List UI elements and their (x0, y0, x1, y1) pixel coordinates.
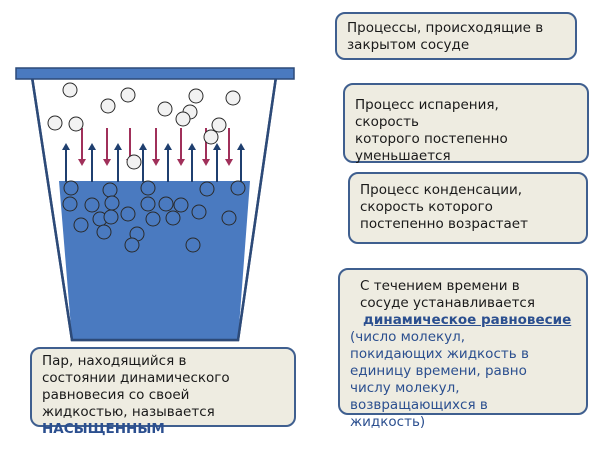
closed-vessel-text-2: закрытом сосуде (347, 37, 470, 53)
vapor-molecule (62, 82, 78, 98)
vapor-molecule (68, 116, 84, 132)
vessel-lid (15, 67, 295, 80)
evaporation-arrow (213, 143, 221, 182)
liquid-molecule (96, 224, 112, 240)
equilibrium-desc-2: покидающих жидкость в (350, 346, 529, 362)
condensation-box: Процесс конденсации, скорость которого п… (348, 172, 588, 244)
liquid-molecule (165, 210, 181, 226)
evaporation-text-4: уменьшается (355, 148, 451, 164)
equilibrium-desc-1: (число молекул, (350, 329, 466, 345)
condensation-text-1: Процесс конденсации, (360, 182, 523, 198)
equilibrium-box: С течением времени в сосуде устанавливае… (338, 268, 588, 430)
liquid-molecule (221, 210, 237, 226)
vapor-molecule (100, 98, 116, 114)
equilibrium-desc-3: единицу времени, равно (350, 363, 527, 379)
condensation-text-2: скорость которого (360, 199, 493, 215)
liquid-molecule (84, 197, 100, 213)
liquid-molecule (62, 196, 78, 212)
liquid-molecule (103, 209, 119, 225)
evaporation-arrow (114, 143, 122, 182)
evaporation-arrow (62, 143, 70, 182)
saturated-vapor-box: Пар, находящийся в состоянии динамическо… (30, 347, 296, 437)
liquid-molecule (124, 237, 140, 253)
evaporation-text-2: скорость (355, 114, 419, 130)
vapor-molecule (211, 117, 227, 133)
vapor-molecule (203, 129, 219, 145)
liquid-molecule (158, 196, 174, 212)
evaporation-arrow (139, 143, 147, 182)
molecules (47, 82, 246, 253)
liquid-molecule (63, 180, 79, 196)
condensation-text-3: постепенно возрастает (360, 216, 528, 232)
evaporation-arrow (237, 143, 245, 182)
evaporation-text-1: Процесс испарения, (355, 97, 499, 113)
liquid-molecule (104, 195, 120, 211)
closed-vessel-text-1: Процессы, происходящие в (347, 20, 544, 36)
liquid-molecule (140, 180, 156, 196)
saturated-text-1: Пар, находящийся в (42, 353, 187, 369)
dynamic-equilibrium-term: динамическое равновесие (363, 312, 572, 328)
vapor-molecule (47, 115, 63, 131)
condensation-arrow (78, 128, 86, 166)
liquid-molecule (173, 197, 189, 213)
liquid-molecule (102, 182, 118, 198)
saturated-text-2: состоянии динамического (42, 370, 230, 386)
equilibrium-intro-2: сосуде устанавливается (360, 295, 535, 311)
equilibrium-desc-4: числу молекул, (350, 380, 460, 396)
vapor-molecule (157, 101, 173, 117)
condensation-arrow (225, 128, 233, 166)
liquid-molecule (73, 217, 89, 233)
condensation-arrow (177, 128, 185, 166)
vapor-molecule (126, 154, 142, 170)
liquid-molecule (120, 206, 136, 222)
equilibrium-intro-1: С течением времени в (360, 278, 520, 294)
liquid-molecule (145, 211, 161, 227)
vapor-molecule (188, 88, 204, 104)
evaporation-box: Процесс испарения, скорость которого пос… (343, 83, 589, 164)
liquid-molecule (230, 180, 246, 196)
evaporation-text-3: которого постепенно (355, 131, 508, 147)
liquid-molecule (140, 196, 156, 212)
vessel-walls (30, 76, 278, 342)
condensation-arrow (103, 128, 111, 166)
vapor-molecule (120, 87, 136, 103)
condensation-arrow (152, 128, 160, 166)
equilibrium-desc-6: жидкость) (350, 414, 426, 430)
liquid-molecule (191, 204, 207, 220)
saturated-term: НАСЫЩЕННЫМ (42, 421, 165, 437)
closed-vessel-box: Процессы, происходящие в закрытом сосуде (335, 12, 577, 60)
evaporation-arrow (88, 143, 96, 182)
liquid-molecule (185, 237, 201, 253)
evaporation-arrow (164, 143, 172, 182)
saturated-text-3: равновесия со своей (42, 387, 190, 403)
equilibrium-desc-5: возвращающихся в (350, 397, 488, 413)
evaporation-arrow (188, 143, 196, 182)
vapor-molecule (175, 111, 191, 127)
vapor-molecule (225, 90, 241, 106)
saturated-text-4: жидкостью, называется (42, 404, 215, 420)
liquid-molecule (199, 181, 215, 197)
